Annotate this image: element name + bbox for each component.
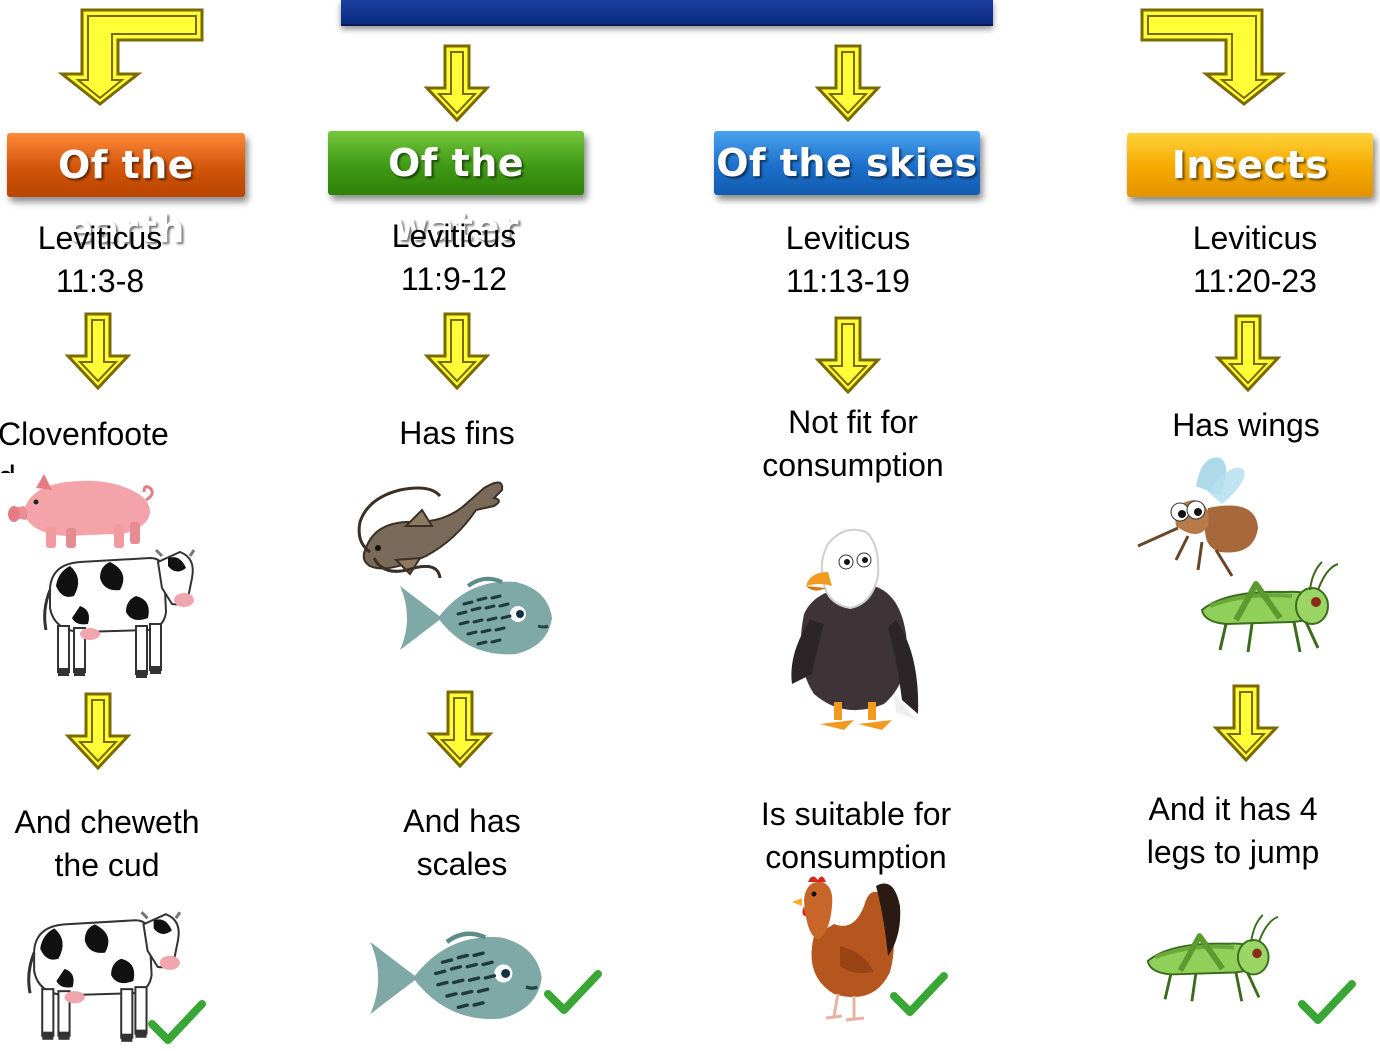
down-arrow-icon	[66, 312, 130, 390]
check-icon	[1298, 978, 1356, 1028]
check-icon	[544, 968, 602, 1018]
result-earth: And cheweth the cud	[2, 801, 212, 887]
criterion-skies: Not fit for consumption	[733, 401, 973, 487]
grasshopper-icon	[1142, 914, 1282, 1008]
check-icon	[890, 970, 948, 1020]
down-arrow-icon	[425, 44, 489, 122]
down-arrow-icon	[428, 690, 492, 768]
reference-water: Leviticus 11:9-12	[354, 215, 554, 301]
header-of-the-skies: Of the skies	[714, 131, 980, 195]
pig-icon	[6, 468, 156, 550]
chicken-icon	[784, 876, 904, 1026]
down-arrow-icon	[425, 312, 489, 390]
criterion-water: Has fins	[357, 412, 557, 455]
criterion-insects: Has wings	[1146, 404, 1346, 447]
result-water: And has scales	[362, 800, 562, 878]
reference-earth: Leviticus 11:3-8	[0, 217, 200, 303]
reference-skies: Leviticus 11:13-19	[748, 217, 948, 303]
down-arrow-icon	[816, 44, 880, 122]
bent-arrow-right	[1140, 6, 1290, 106]
header-of-the-earth: Of the earth	[7, 133, 245, 197]
down-arrow-icon	[1216, 314, 1280, 392]
cow-icon	[40, 548, 198, 682]
grasshopper-icon	[1196, 562, 1342, 658]
fish-icon	[368, 928, 544, 1028]
header-insects: Insects	[1127, 133, 1373, 197]
result-insects: And it has 4 legs to jump	[1128, 788, 1338, 874]
criterion-earth: Clovenfoote d	[0, 413, 184, 473]
catfish-icon	[356, 470, 506, 580]
eagle-icon	[784, 524, 924, 736]
bent-arrow-left	[60, 6, 210, 106]
check-icon	[148, 998, 206, 1048]
reference-insects: Leviticus 11:20-23	[1155, 217, 1355, 303]
down-arrow-icon	[816, 316, 880, 394]
result-skies: Is suitable for consumption	[736, 793, 976, 879]
fish-icon	[398, 574, 554, 662]
down-arrow-icon	[1214, 684, 1278, 762]
down-arrow-icon	[66, 692, 130, 770]
header-of-the-water: Of the water	[328, 131, 584, 195]
title-bar	[341, 0, 993, 26]
